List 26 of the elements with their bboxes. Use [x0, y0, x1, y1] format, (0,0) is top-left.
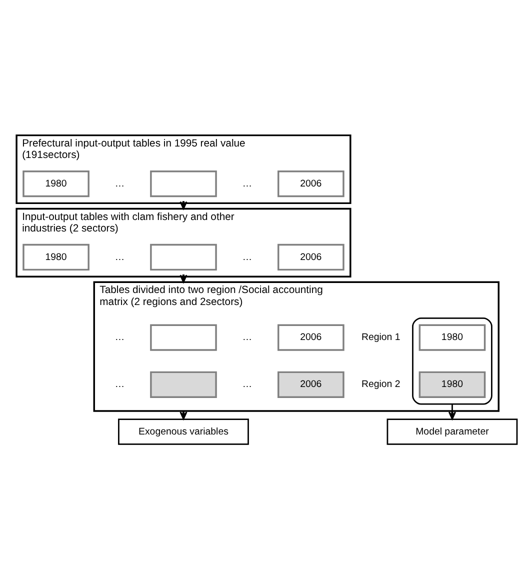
label: …	[242, 178, 252, 190]
cluster	[412, 317, 492, 405]
node-box	[150, 170, 217, 198]
label: …	[114, 379, 125, 390]
node-box: Model parameter	[386, 418, 518, 445]
node-box: 1980	[418, 371, 486, 398]
node-box: 1980	[22, 244, 90, 271]
node-box: 2006	[278, 324, 344, 351]
node-box: 2006	[278, 371, 344, 398]
node-box: 1980	[418, 324, 486, 351]
label: …	[242, 252, 252, 263]
arrow	[448, 404, 456, 420]
label: Region 2	[361, 379, 400, 390]
node-box	[150, 324, 217, 351]
label: …	[114, 252, 125, 263]
node-box: 2006	[278, 170, 344, 198]
node-box: Exogenous variables	[118, 418, 249, 445]
node-box: 1980	[22, 170, 90, 198]
node-box	[150, 371, 217, 398]
label: …	[114, 178, 125, 190]
node-box: 2006	[278, 244, 344, 271]
label: Region 1	[361, 332, 400, 344]
node-box	[150, 244, 217, 271]
label: …	[114, 332, 125, 344]
label: …	[242, 332, 252, 344]
label: …	[242, 379, 252, 390]
